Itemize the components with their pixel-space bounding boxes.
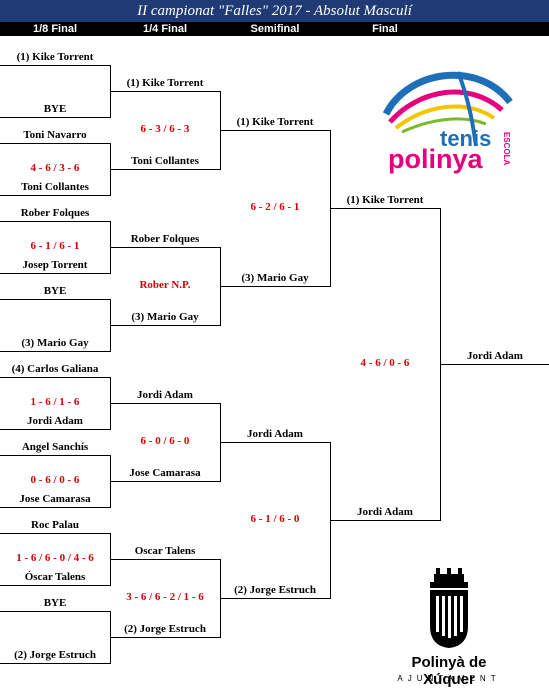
qf-line-3-b (110, 637, 220, 638)
r16-player-1-a: Toni Navarro (23, 129, 87, 141)
r16-score-4: 1 - 6 / 1 - 6 (30, 396, 80, 408)
r16-score-6: 1 - 6 / 6 - 0 / 4 - 6 (16, 552, 94, 564)
r16-line-2-b (0, 273, 110, 274)
r16-line-0-b (0, 117, 110, 118)
r16-player-0-a: (1) Kike Torrent (16, 51, 94, 63)
r16-player-6-a: Roc Palau (31, 519, 79, 531)
final-player-0-a: (1) Kike Torrent (346, 194, 424, 206)
round-label-r16: 1/8 Final (32, 23, 78, 35)
r16-player-5-b: Jose Camarasa (19, 493, 91, 505)
qf-player-3-a: Oscar Talens (134, 545, 196, 557)
r16-player-1-b: Toni Collantes (21, 181, 89, 193)
qf-player-3-b: (2) Jorge Estruch (124, 623, 206, 635)
r16-line-3-a (0, 299, 110, 300)
final-score-0: 4 - 6 / 0 - 6 (360, 357, 410, 369)
r16-player-7-a: BYE (43, 597, 67, 609)
tennis-arc-icon: tenis polinya ESCOLA (382, 71, 513, 174)
r16-score-2: 6 - 1 / 6 - 1 (30, 240, 80, 252)
round-label-final: Final (372, 23, 398, 35)
r16-player-4-b: Jordi Adam (27, 415, 83, 427)
r16-line-7-a (0, 611, 110, 612)
qf-line-0-b (110, 169, 220, 170)
r16-score-5: 0 - 6 / 0 - 6 (30, 474, 80, 486)
r16-score-1: 4 - 6 / 3 - 6 (30, 162, 80, 174)
r16-player-3-a: BYE (43, 285, 67, 297)
champion-name: Jordi Adam (467, 350, 523, 362)
town-name: Polinyà de Xúquer (411, 654, 487, 688)
qf-line-1-a (110, 247, 220, 248)
r16-line-0-a (0, 65, 110, 66)
sf-line-0-b (220, 286, 330, 287)
round-header-bar (0, 22, 549, 36)
sf-player-0-a: (1) Kike Torrent (236, 116, 314, 128)
r16-line-4-b (0, 429, 110, 430)
qf-line-3-a (110, 559, 220, 560)
r16-player-2-a: Rober Folques (20, 207, 90, 219)
qf-line-0-a (110, 91, 220, 92)
r16-line-1-a (0, 143, 110, 144)
coat-of-arms-icon (430, 568, 468, 648)
r16-player-7-b: (2) Jorge Estruch (14, 649, 96, 661)
logo-word-escola: ESCOLA (502, 132, 511, 166)
sf-player-1-b: (2) Jorge Estruch (234, 584, 316, 596)
sf-score-0: 6 - 2 / 6 - 1 (250, 201, 300, 213)
tenis-polinya-logo: tenis polinya ESCOLA (378, 62, 518, 182)
qf-player-2-b: Jose Camarasa (129, 467, 201, 479)
sf-score-1: 6 - 1 / 6 - 0 (250, 513, 300, 525)
r16-player-6-b: Óscar Talens (24, 571, 86, 583)
final-line-0-a (330, 208, 440, 209)
champion-line (440, 364, 549, 365)
final-player-0-b: Jordi Adam (357, 506, 413, 518)
r16-line-5-a (0, 455, 110, 456)
final-line-0-b (330, 520, 440, 521)
sf-line-1-a (220, 442, 330, 443)
r16-player-2-b: Josep Torrent (22, 259, 88, 271)
r16-line-2-a (0, 221, 110, 222)
r16-line-6-b (0, 585, 110, 586)
sf-line-0-a (220, 130, 330, 131)
r16-player-4-a: (4) Carlos Galiana (11, 363, 99, 375)
qf-line-2-b (110, 481, 220, 482)
round-label-sf: Semifinal (250, 23, 300, 35)
qf-player-0-a: (1) Kike Torrent (126, 77, 204, 89)
qf-player-1-b: (3) Mario Gay (131, 311, 199, 323)
logo-word-tenis: tenis (440, 126, 491, 151)
r16-line-1-b (0, 195, 110, 196)
ajuntament-logo: Polinyà de Xúquer AJUNTAMENT (384, 568, 514, 694)
qf-score-3: 3 - 6 / 6 - 2 / 1 - 6 (126, 591, 204, 603)
qf-player-1-a: Rober Folques (130, 233, 200, 245)
town-sub: AJUNTAMENT (397, 674, 501, 683)
qf-line-2-a (110, 403, 220, 404)
logo-word-polinya: polinya (388, 144, 483, 174)
r16-line-5-b (0, 507, 110, 508)
qf-line-1-b (110, 325, 220, 326)
qf-score-0: 6 - 3 / 6 - 3 (140, 123, 190, 135)
sf-player-1-a: Jordi Adam (247, 428, 303, 440)
r16-line-3-b (0, 351, 110, 352)
r16-line-4-a (0, 377, 110, 378)
r16-player-5-a: Angel Sanchís (21, 441, 89, 453)
sf-player-0-b: (3) Mario Gay (241, 272, 309, 284)
page-title: II campionat "Falles" 2017 - Absolut Mas… (0, 0, 549, 22)
qf-score-2: 6 - 0 / 6 - 0 (140, 435, 190, 447)
r16-line-7-b (0, 663, 110, 664)
r16-player-0-b: BYE (43, 103, 67, 115)
qf-player-0-b: Toni Collantes (131, 155, 199, 167)
round-label-qf: 1/4 Final (142, 23, 188, 35)
r16-line-6-a (0, 533, 110, 534)
r16-player-3-b: (3) Mario Gay (21, 337, 89, 349)
qf-score-1: Rober N.P. (139, 279, 191, 291)
sf-line-1-b (220, 598, 330, 599)
qf-player-2-a: Jordi Adam (137, 389, 193, 401)
